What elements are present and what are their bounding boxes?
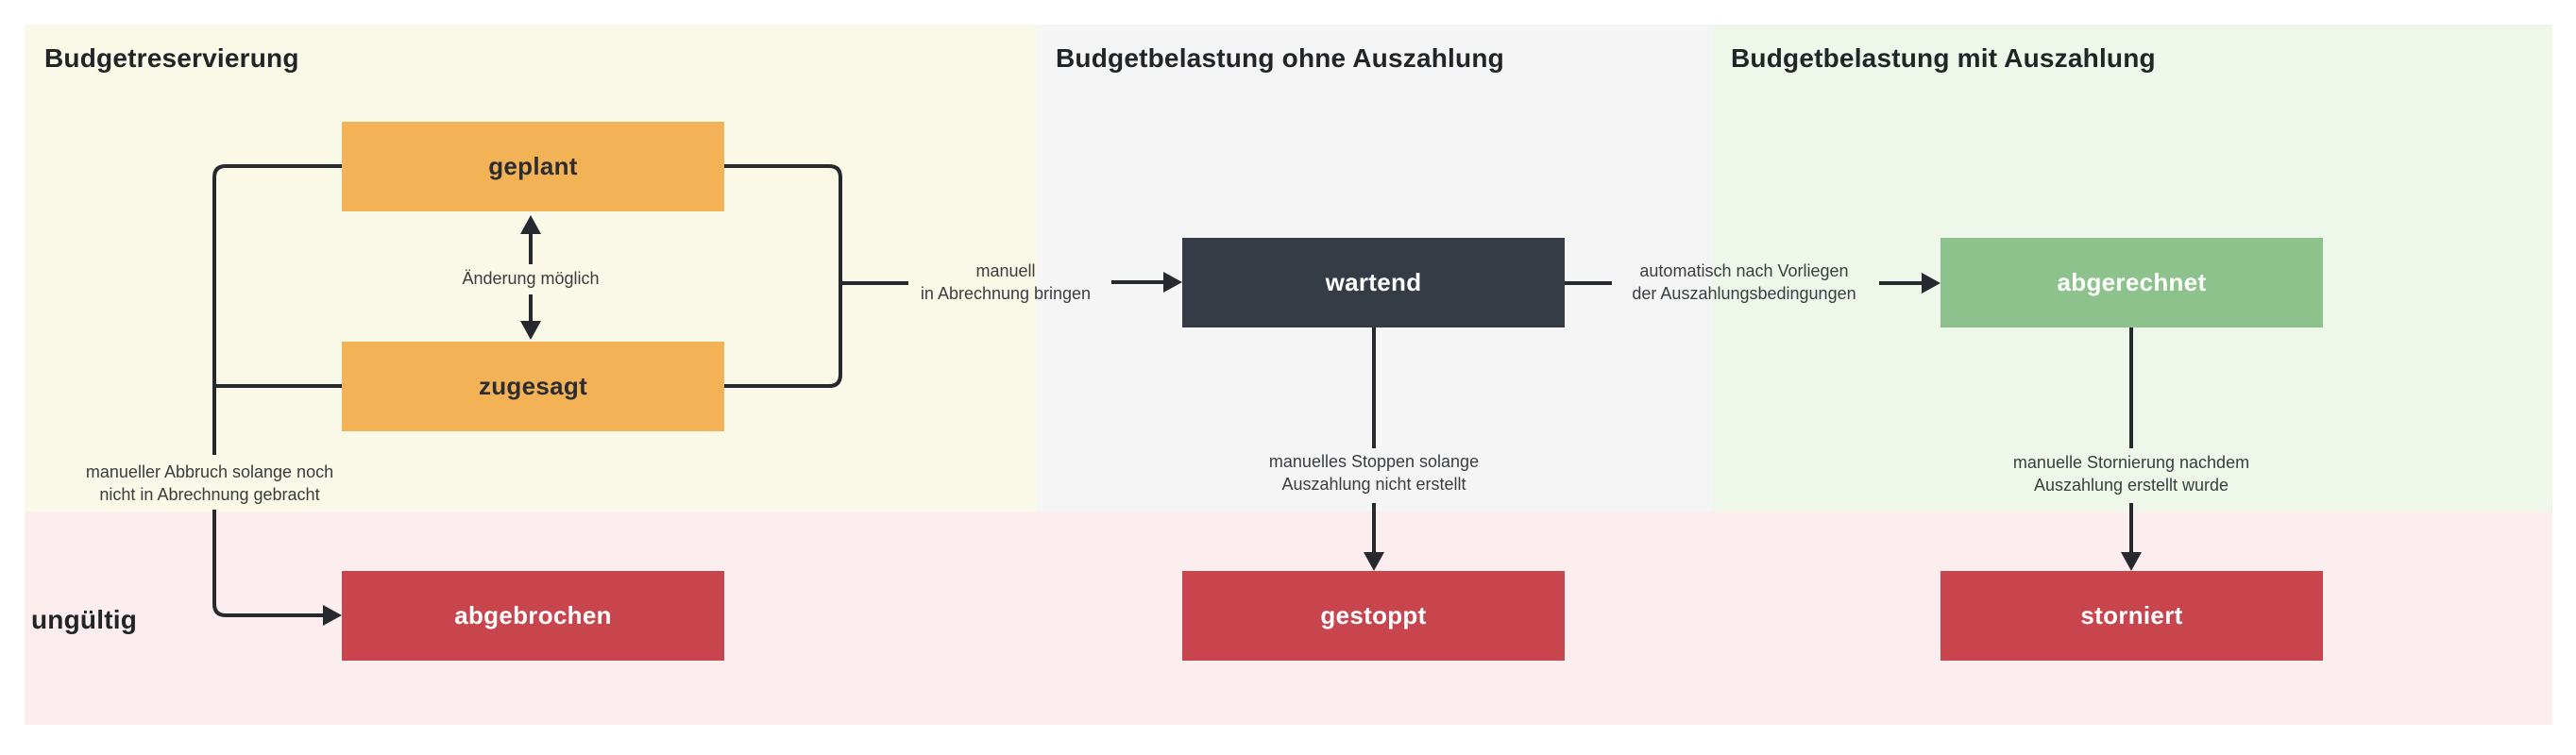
transition-label-manuelle-stornierung: manuelle Stornierung nachdem Auszahlung …: [2013, 451, 2249, 496]
state-abgerechnet: abgerechnet: [1940, 238, 2323, 327]
transition-label-line: Auszahlung erstellt wurde: [2033, 476, 2229, 495]
transition-label-line: manuell: [975, 261, 1036, 280]
transition-label-line: nicht in Abrechnung gebracht: [99, 485, 320, 504]
transition-label-auszahlungsbedingungen: automatisch nach Vorliegen der Auszahlun…: [1632, 260, 1856, 305]
transition-label-manueller-abbruch: manueller Abbruch solange noch nicht in …: [86, 461, 333, 506]
state-geplant: geplant: [342, 122, 724, 211]
transition-label-in-abrechnung-bringen: manuell in Abrechnung bringen: [921, 260, 1091, 305]
transition-label-line: Auszahlung nicht erstellt: [1281, 475, 1466, 494]
state-gestoppt: gestoppt: [1182, 571, 1565, 661]
transition-label-line: manuelles Stoppen solange: [1268, 452, 1480, 471]
state-wartend: wartend: [1182, 238, 1565, 327]
transition-label-line: Änderung möglich: [462, 269, 600, 288]
section-title-budgetreservierung: Budgetreservierung: [44, 43, 299, 73]
state-abgebrochen: abgebrochen: [342, 571, 724, 661]
transition-label-line: manueller Abbruch solange noch: [85, 462, 334, 481]
transition-label-line: in Abrechnung bringen: [920, 284, 1092, 303]
transition-label-aenderung-moeglich: Änderung möglich: [462, 267, 599, 290]
transition-label-line: automatisch nach Vorliegen: [1639, 261, 1849, 280]
transition-label-manuelles-stoppen: manuelles Stoppen solange Auszahlung nic…: [1269, 450, 1479, 495]
state-zugesagt: zugesagt: [342, 342, 724, 431]
section-title-budgetbelastung-ohne-auszahlung: Budgetbelastung ohne Auszahlung: [1056, 43, 1504, 73]
state-storniert: storniert: [1940, 571, 2323, 661]
transition-label-line: manuelle Stornierung nachdem: [2012, 453, 2250, 472]
section-title-budgetbelastung-mit-auszahlung: Budgetbelastung mit Auszahlung: [1731, 43, 2156, 73]
transition-label-line: der Auszahlungsbedingungen: [1632, 284, 1856, 303]
section-title-ungueltig: ungültig: [31, 605, 138, 634]
